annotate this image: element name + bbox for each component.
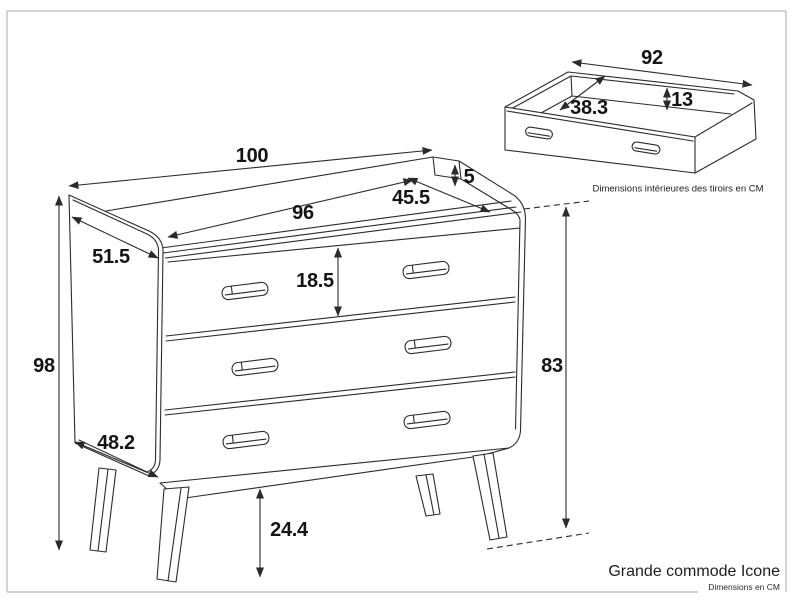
drawer-detail-drawing [504, 71, 757, 174]
drawer-handle [525, 126, 553, 140]
dim-label-drawer-front-height: 18.5 [296, 270, 334, 292]
dim-label-drawer-inner-depth: 38.3 [570, 97, 608, 119]
drawer-handle [404, 335, 452, 355]
drawer-handle [221, 281, 269, 301]
dim-label-drawer-inner-width: 92 [641, 47, 663, 69]
floor-reference-dash-top [523, 200, 590, 210]
drawer-handle [231, 357, 279, 377]
commode-legs [89, 452, 508, 583]
dim-label-overall-width: 100 [235, 145, 269, 167]
dim-arrow-overall-width [68, 146, 433, 190]
dim-label-top-thickness: 5 [463, 166, 475, 188]
dim-label-top-inner-width: 96 [292, 202, 314, 224]
dim-label-drawer-inner-height: 13 [671, 89, 693, 111]
floor-reference-dash-bottom [486, 532, 590, 550]
dim-arrow-drawer-inner-width [571, 59, 753, 88]
drawer-handle [402, 260, 450, 280]
dim-label-overall-height: 98 [33, 355, 55, 377]
dim-arrow-side-top-depth [71, 216, 159, 259]
frame-border [6, 10, 787, 593]
commode-top [105, 156, 527, 259]
dim-arrow-top-depth [407, 177, 491, 213]
drawer-handle [631, 141, 661, 155]
dim-arrow-top-inner-width [167, 178, 414, 239]
commode-right-edge [508, 217, 527, 449]
dim-label-body-height: 83 [541, 355, 563, 377]
dim-label-side-top-depth: 51.5 [92, 246, 130, 268]
drawer-detail-caption: Dimensions intérieures des tiroirs en CM [592, 183, 764, 195]
commode-handles [221, 260, 452, 450]
dim-arrow-side-bottom-depth [74, 441, 159, 478]
drawer-handle [403, 410, 451, 430]
commode-drawers [159, 227, 521, 500]
drawing-units-note: Dimensions en CM [698, 582, 780, 595]
drawing-title: Grande commode Icone [608, 563, 780, 580]
dim-label-top-depth: 45.5 [392, 187, 430, 209]
dim-label-leg-height: 24.4 [270, 519, 308, 541]
dim-arrow-drawer-inner-depth [559, 75, 606, 111]
dim-label-side-bottom-depth: 48.2 [97, 432, 135, 454]
dimension-arrows [55, 59, 753, 578]
drawer-handle [222, 430, 270, 450]
